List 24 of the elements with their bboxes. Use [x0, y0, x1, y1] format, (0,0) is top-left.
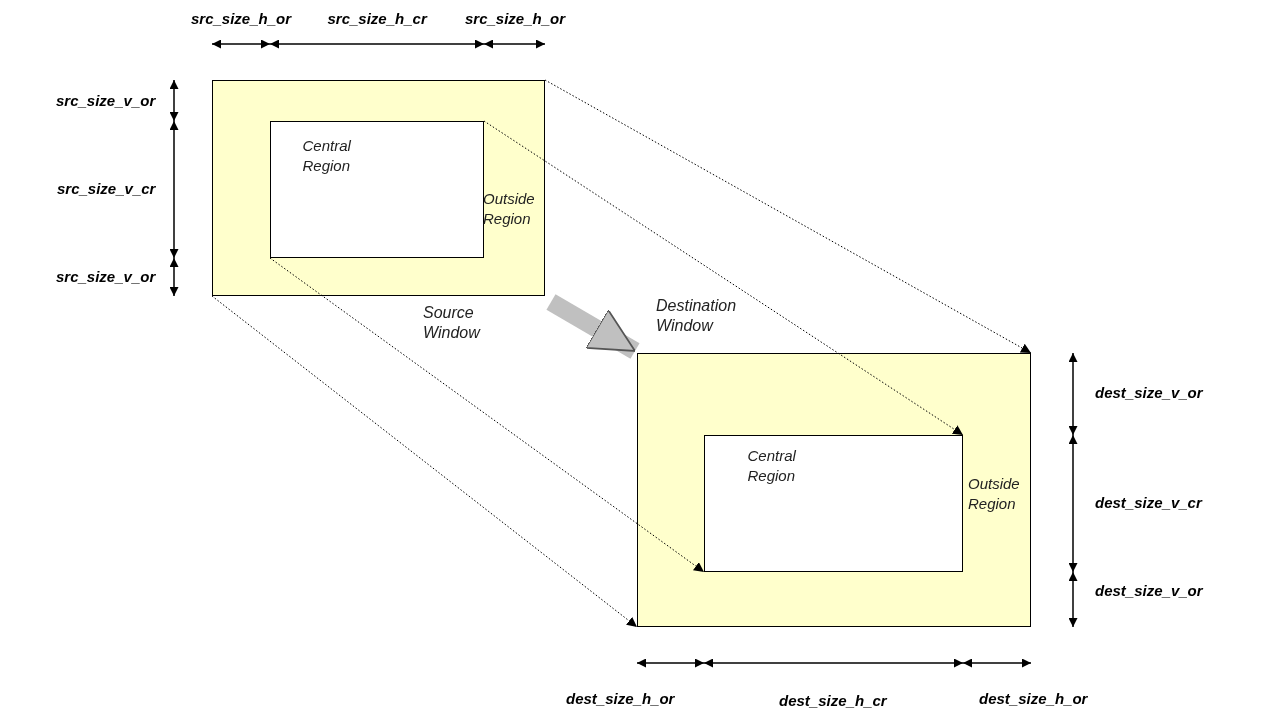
- projection-arrow: [211, 295, 638, 628]
- dimension-label: src_size_h_or: [191, 10, 292, 27]
- region-label: Outside Region: [968, 474, 1021, 514]
- dimension-label: dest_size_v_cr: [1095, 494, 1202, 511]
- dimension-label: src_size_v_cr: [57, 180, 156, 197]
- dimension-label: dest_size_v_or: [1095, 582, 1203, 599]
- block-arrow: [546, 294, 640, 359]
- region-box: [703, 434, 963, 572]
- dimension-label: src_size_v_or: [56, 92, 156, 109]
- window-caption: Source Window: [423, 303, 482, 343]
- projection-arrow: [269, 257, 705, 573]
- dimension-label: dest_size_v_or: [1095, 384, 1203, 401]
- projection-arrow: [483, 120, 964, 436]
- region-label: Central Region: [302, 135, 352, 176]
- dimension-label: dest_size_h_cr: [779, 692, 887, 709]
- window-caption: Destination Window: [656, 296, 738, 336]
- dimension-label: dest_size_h_or: [566, 690, 675, 707]
- region-box: [269, 120, 484, 258]
- dimension-label: src_size_h_cr: [327, 10, 427, 27]
- dimension-label: src_size_h_or: [465, 10, 566, 27]
- region-label: Central Region: [747, 445, 797, 486]
- projection-arrow: [544, 79, 1032, 354]
- dimension-label: src_size_v_or: [56, 268, 156, 285]
- dimension-label: dest_size_h_or: [979, 690, 1088, 707]
